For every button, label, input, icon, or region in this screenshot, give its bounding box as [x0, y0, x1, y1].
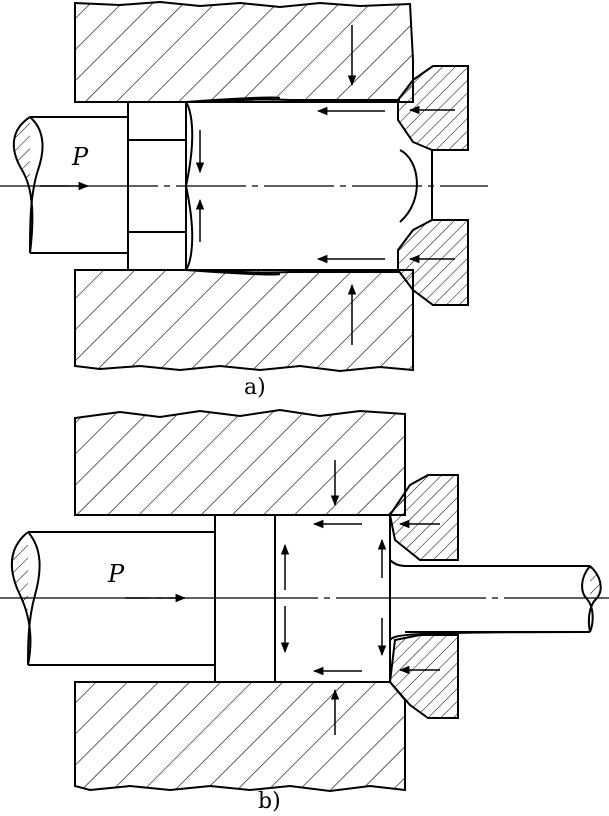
container-bottom-wall-b — [74, 681, 406, 793]
force-label-b: P — [107, 560, 125, 588]
die-top-b — [388, 474, 459, 561]
container-top-wall-b — [74, 408, 406, 516]
extruded-rod-b — [389, 559, 591, 641]
container-top-wall-a — [74, 0, 414, 103]
ram-a — [30, 116, 129, 254]
panel-b — [0, 408, 609, 793]
panel-a — [0, 0, 488, 373]
rod-break-b — [587, 565, 602, 633]
die-orifice-a — [399, 149, 418, 223]
ram-break-a — [12, 116, 34, 254]
force-label-a: P — [71, 143, 89, 171]
ram-break-b — [10, 531, 32, 666]
die-bottom-a — [397, 219, 469, 306]
caption-a: a) — [244, 375, 266, 400]
container-bottom-wall-a — [74, 269, 414, 373]
caption-b: b) — [258, 789, 281, 814]
die-bottom-b — [388, 634, 459, 719]
